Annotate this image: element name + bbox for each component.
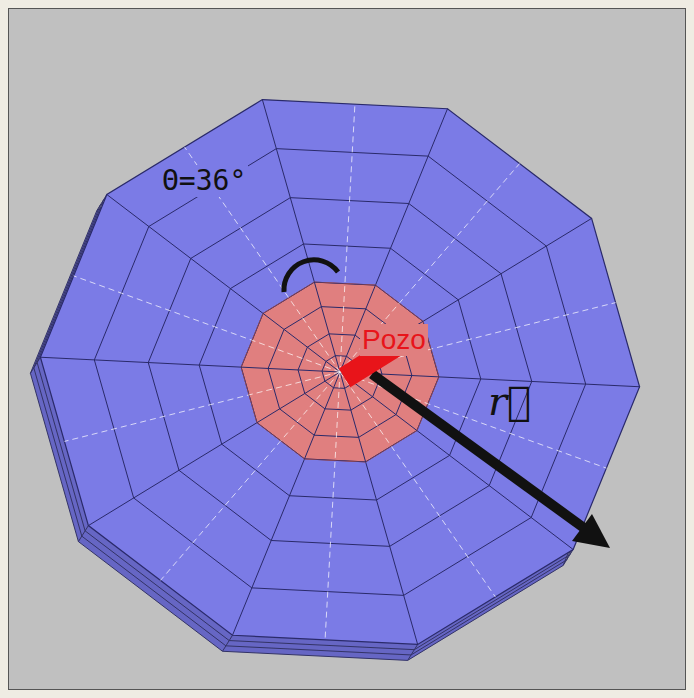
arrow-head (572, 514, 610, 548)
mesh-dashed (340, 272, 355, 372)
mesh-radial (236, 357, 340, 372)
mesh-dashed (325, 372, 340, 472)
mesh-dashed (160, 372, 340, 580)
vector-label: r⃗ (488, 378, 531, 424)
angle-label: Θ=36° (160, 165, 248, 197)
disk-top (40, 100, 639, 645)
mesh-radial (340, 372, 418, 472)
rim-edge (408, 644, 418, 660)
region-label: Pozo (360, 324, 428, 356)
radius-vector (372, 374, 584, 528)
mesh-ring (236, 272, 446, 472)
mesh-ring (236, 272, 446, 472)
mesh-dashed (236, 276, 340, 372)
mesh-ring (236, 272, 446, 472)
mesh-dashed (236, 372, 340, 472)
mesh-radial (107, 195, 340, 372)
mesh-dashed (340, 164, 520, 372)
mesh-radial (340, 109, 448, 372)
mesh-radial (236, 372, 340, 472)
rim-edge (30, 357, 40, 373)
rim-edge (78, 526, 88, 542)
rim-edge (222, 635, 232, 651)
mesh-radial (236, 372, 340, 472)
mesh-radial (340, 372, 573, 549)
well-symbol (339, 337, 402, 387)
angle-arc (284, 260, 338, 292)
mesh-dashed (236, 272, 340, 372)
mesh-radial (236, 272, 340, 372)
mesh-dashed (236, 372, 340, 441)
